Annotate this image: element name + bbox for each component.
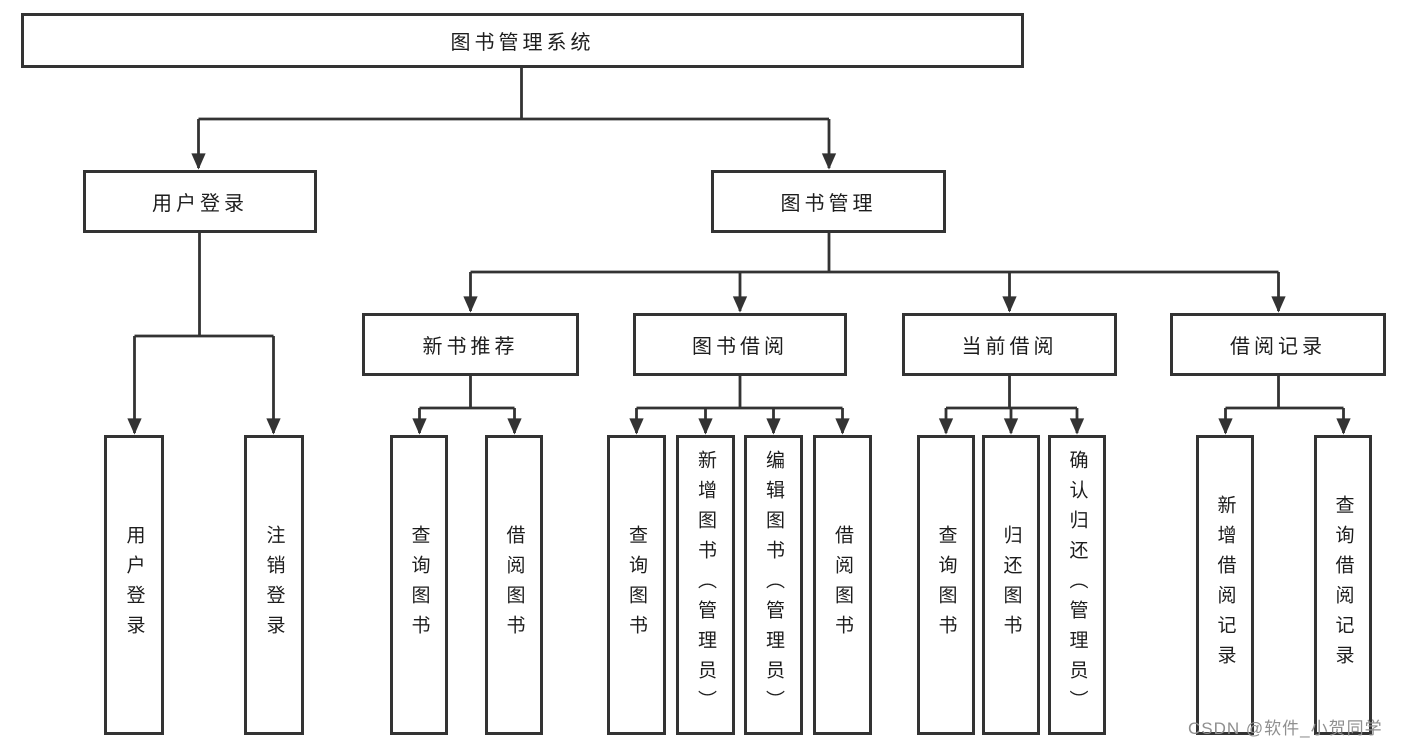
node-query-books-borrowing: 查询图书 bbox=[607, 435, 666, 735]
node-add-borrow-record: 新增借阅记录 bbox=[1196, 435, 1254, 735]
node-label: 查询图书 bbox=[626, 525, 647, 645]
node-label: 新增图书（管理员） bbox=[695, 450, 716, 720]
node-label: 查询图书 bbox=[408, 525, 430, 645]
node-label: 归还图书 bbox=[1000, 525, 1022, 645]
node-label: 查询图书 bbox=[935, 525, 957, 645]
node-user-login-leaf: 用户登录 bbox=[104, 435, 164, 735]
node-return-books: 归还图书 bbox=[982, 435, 1040, 735]
node-borrow-books-borrowing: 借阅图书 bbox=[813, 435, 872, 735]
node-add-books-admin: 新增图书（管理员） bbox=[676, 435, 735, 735]
node-edit-books-admin: 编辑图书（管理员） bbox=[744, 435, 803, 735]
node-library-management-system: 图书管理系统 bbox=[21, 13, 1024, 68]
node-book-management: 图书管理 bbox=[711, 170, 946, 233]
node-confirm-return-admin: 确认归还（管理员） bbox=[1048, 435, 1106, 735]
node-current-borrowing: 当前借阅 bbox=[902, 313, 1117, 376]
node-label: 查询借阅记录 bbox=[1332, 495, 1354, 675]
csdn-watermark: CSDN @软件_小贺同学 bbox=[1188, 719, 1383, 738]
node-borrowing-records: 借阅记录 bbox=[1170, 313, 1386, 376]
node-logout-login-leaf: 注销登录 bbox=[244, 435, 304, 735]
node-borrow-books-recommend: 借阅图书 bbox=[485, 435, 543, 735]
node-label: 用户登录 bbox=[123, 525, 145, 645]
node-book-borrowing: 图书借阅 bbox=[633, 313, 847, 376]
node-label: 注销登录 bbox=[263, 525, 285, 645]
node-label: 借阅图书 bbox=[503, 525, 525, 645]
node-user-login: 用户登录 bbox=[83, 170, 317, 233]
node-label: 新增借阅记录 bbox=[1214, 495, 1236, 675]
node-label: 确认归还（管理员） bbox=[1066, 450, 1088, 720]
node-label: 编辑图书（管理员） bbox=[763, 450, 784, 720]
node-new-book-recommendation: 新书推荐 bbox=[362, 313, 579, 376]
node-query-books-recommend: 查询图书 bbox=[390, 435, 448, 735]
node-query-borrow-record: 查询借阅记录 bbox=[1314, 435, 1372, 735]
node-query-books-current: 查询图书 bbox=[917, 435, 975, 735]
node-label: 借阅图书 bbox=[832, 525, 853, 645]
